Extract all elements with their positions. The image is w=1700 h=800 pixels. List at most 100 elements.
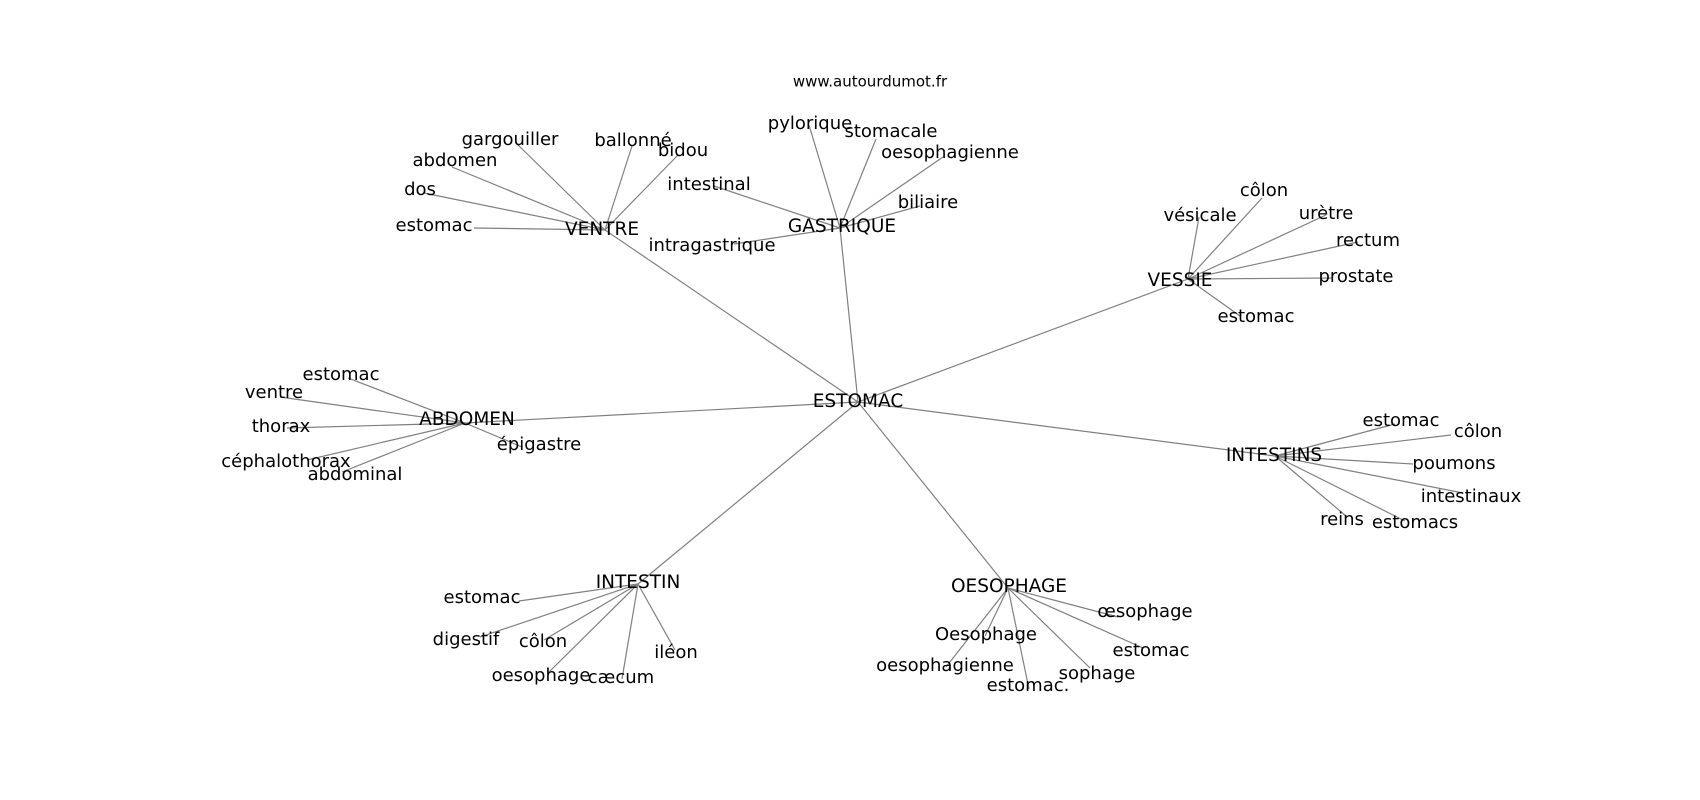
- hub-node-label: ABDOMEN: [419, 409, 515, 430]
- leaf-node-label: thorax: [252, 416, 311, 437]
- edge-hub-to-leaf: [1187, 197, 1263, 280]
- edge-hub-to-leaf: [839, 205, 921, 229]
- edge-hub-to-leaf: [604, 145, 633, 231]
- edge-hub-to-leaf: [713, 185, 841, 229]
- edge-hub-to-leaf: [347, 377, 466, 424]
- edge-hub-to-leaf: [306, 422, 466, 461]
- leaf-node-label: estomac.: [987, 675, 1070, 696]
- edge-hub-to-leaf: [341, 422, 466, 473]
- edge-hub-to-leaf: [1187, 241, 1359, 280]
- leaf-node-label: abdominal: [308, 464, 403, 485]
- leaf-node-label: estomac: [396, 215, 473, 236]
- leaf-node-label: dos: [404, 179, 436, 200]
- edge-hub-to-leaf: [604, 154, 679, 231]
- edge-hub-to-leaf: [1007, 587, 1144, 649]
- edge-hub-to-leaf: [423, 192, 606, 231]
- hub-node-label: VENTRE: [565, 219, 639, 240]
- edge-hub-to-leaf: [637, 583, 676, 651]
- edge-hub-to-leaf: [279, 396, 466, 424]
- edge-hub-to-leaf: [1187, 214, 1327, 280]
- leaf-node-label: intragastrique: [648, 235, 775, 256]
- edge-hub-to-leaf: [547, 583, 639, 674]
- edge-root-to-hub: [604, 229, 859, 403]
- edge-hub-to-leaf: [839, 138, 877, 229]
- leaf-node-label: rectum: [1336, 230, 1400, 251]
- leaf-node-label: prostate: [1318, 266, 1393, 287]
- leaf-node-label: ventre: [245, 382, 303, 403]
- leaf-node-label: oesophagienne: [881, 142, 1019, 163]
- edge-hub-to-leaf: [473, 227, 606, 231]
- leaf-node-label: pylorique: [768, 113, 852, 134]
- leaf-node-label: côlon: [1240, 180, 1288, 201]
- edge-hub-to-leaf: [984, 587, 1009, 637]
- edge-root-to-hub: [857, 401, 1276, 457]
- edge-hub-to-leaf: [515, 142, 606, 231]
- edge-root-to-hub: [464, 401, 859, 424]
- edge-hub-to-leaf: [1007, 587, 1119, 618]
- leaf-node-label: biliaire: [898, 192, 959, 213]
- edge-hub-to-leaf: [1187, 277, 1334, 280]
- edge-hub-to-leaf: [543, 583, 639, 641]
- edge-hub-to-leaf: [621, 583, 639, 680]
- edge-hub-to-leaf: [945, 587, 1009, 668]
- edge-hub-to-leaf: [1274, 455, 1464, 494]
- hub-node-label: INTESTIN: [596, 572, 681, 593]
- edge-hub-to-leaf: [1007, 587, 1091, 669]
- leaf-node-label: estomac: [444, 587, 521, 608]
- leaf-node-label: céphalothorax: [221, 451, 351, 472]
- leaf-node-label: abdomen: [413, 150, 498, 171]
- edge-hub-to-leaf: [1274, 455, 1406, 522]
- edge-hub-to-leaf: [451, 166, 606, 231]
- leaf-node-label: stomacale: [844, 121, 937, 142]
- edge-hub-to-leaf: [1187, 278, 1241, 317]
- leaf-node-label: estomac: [303, 364, 380, 385]
- edge-hub-to-leaf: [808, 124, 841, 229]
- edge-hub-to-leaf: [286, 422, 466, 429]
- edge-hub-to-leaf: [839, 156, 944, 229]
- site-credit: www.autourdumot.fr: [793, 73, 948, 91]
- leaf-node-label: oesophagienne: [876, 655, 1014, 676]
- edges-layer: [279, 124, 1464, 690]
- hub-node-label: GASTRIQUE: [788, 216, 896, 237]
- edge-root-to-hub: [857, 401, 1009, 589]
- edge-root-to-hub: [857, 278, 1189, 403]
- edge-hub-to-leaf: [1274, 455, 1414, 465]
- leaf-node-label: urètre: [1299, 203, 1354, 224]
- leaf-node-label: Oesophage: [935, 624, 1037, 645]
- edge-root-to-hub: [839, 227, 859, 403]
- leaf-node-label: iléon: [654, 642, 698, 663]
- leaf-node-label: gargouiller: [462, 129, 559, 150]
- leaf-node-label: estomacs: [1372, 512, 1458, 533]
- hub-node-label: INTESTINS: [1226, 445, 1322, 466]
- leaf-node-label: cæcum: [588, 667, 654, 688]
- edge-hub-to-leaf: [479, 583, 639, 638]
- leaf-node-label: estomac: [1363, 410, 1440, 431]
- edge-hub-to-leaf: [1274, 455, 1347, 517]
- leaf-node-label: épigastre: [497, 434, 581, 455]
- edge-hub-to-leaf: [1274, 434, 1452, 457]
- leaf-node-label: œsophage: [1097, 601, 1192, 622]
- hub-node-label: VESSIE: [1148, 270, 1213, 291]
- leaf-node-label: digestif: [433, 629, 500, 650]
- leaf-node-label: reins: [1320, 509, 1364, 530]
- edge-hub-to-leaf: [518, 583, 639, 602]
- edge-hub-to-leaf: [1274, 423, 1396, 457]
- leaf-node-label: côlon: [1454, 421, 1502, 442]
- hub-node-label: OESOPHAGE: [951, 576, 1067, 597]
- leaf-node-label: ballonné: [594, 130, 671, 151]
- edge-hub-to-leaf: [1007, 587, 1030, 690]
- root-node-label: ESTOMAC: [813, 391, 904, 412]
- leaf-node-label: intestinal: [667, 174, 750, 195]
- leaf-node-label: côlon: [519, 631, 567, 652]
- edge-hub-to-leaf: [464, 422, 523, 448]
- leaf-node-label: oesophage: [492, 665, 591, 686]
- leaf-node-label: estomac: [1113, 640, 1190, 661]
- leaf-node-label: sophage: [1059, 663, 1136, 684]
- leaf-node-label: poumons: [1412, 453, 1495, 474]
- leaf-node-label: bidou: [658, 140, 708, 161]
- leaf-node-label: intestinaux: [1421, 486, 1522, 507]
- edge-hub-to-leaf: [733, 227, 841, 245]
- edge-root-to-hub: [637, 401, 859, 585]
